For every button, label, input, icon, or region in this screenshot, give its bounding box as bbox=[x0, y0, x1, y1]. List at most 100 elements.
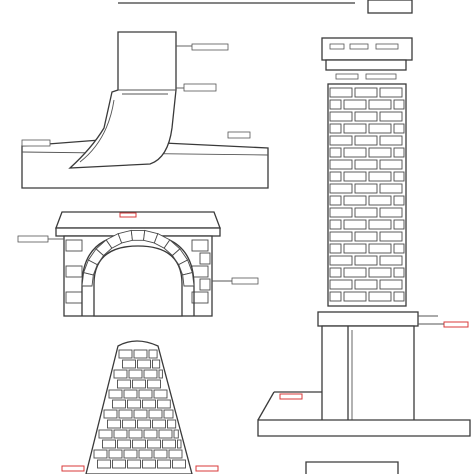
cone-brick bbox=[153, 389, 168, 399]
cone-brick bbox=[138, 449, 153, 459]
cone-brick bbox=[143, 369, 158, 379]
cone-brick bbox=[162, 439, 176, 449]
cone-brick bbox=[112, 399, 126, 409]
callout-tag-red bbox=[195, 465, 219, 472]
callout-tag bbox=[183, 83, 217, 92]
cone-brick bbox=[152, 419, 166, 429]
cone-brick bbox=[142, 459, 156, 469]
callout-tag bbox=[329, 43, 345, 50]
stack-brick bbox=[379, 279, 403, 290]
stack-brick bbox=[393, 243, 405, 254]
fireplace-brick bbox=[65, 291, 83, 304]
callout-tag bbox=[349, 43, 369, 50]
callout-tag bbox=[17, 235, 49, 243]
stack-brick bbox=[393, 291, 405, 302]
cone-brick bbox=[122, 359, 136, 369]
cone-brick bbox=[177, 439, 182, 449]
callout-tag bbox=[365, 73, 397, 80]
cone-brick bbox=[118, 349, 133, 359]
stack-brick bbox=[393, 267, 405, 278]
stack-brick bbox=[368, 123, 392, 134]
cone-brick bbox=[108, 389, 123, 399]
cone-brick bbox=[138, 389, 153, 399]
cone-brick bbox=[143, 429, 158, 439]
cone-brick bbox=[113, 429, 128, 439]
stack-brick bbox=[329, 243, 342, 254]
bottom-edge-fragment bbox=[305, 461, 399, 474]
cone-brick bbox=[112, 459, 126, 469]
stack-brick bbox=[329, 195, 342, 206]
cone-brick bbox=[142, 399, 156, 409]
conical-stone-hearth bbox=[61, 340, 219, 474]
callout-tag-red bbox=[61, 465, 85, 472]
stack-brick bbox=[379, 183, 403, 194]
cone-brick bbox=[148, 349, 158, 359]
stack-brick bbox=[368, 171, 392, 182]
cone-brick bbox=[123, 389, 138, 399]
stack-brick bbox=[379, 159, 403, 170]
stack-brick bbox=[393, 99, 405, 110]
cone-brick bbox=[123, 449, 138, 459]
cone-brick bbox=[117, 379, 131, 389]
stack-brick bbox=[393, 147, 405, 158]
cone-brick bbox=[132, 439, 146, 449]
stack-brick bbox=[379, 135, 403, 146]
cone-brick bbox=[168, 449, 183, 459]
cone-brick bbox=[98, 429, 113, 439]
callout-tag bbox=[227, 131, 251, 139]
stack-brick bbox=[329, 135, 353, 146]
cone-brick bbox=[147, 379, 161, 389]
brick-chimney-stack bbox=[257, 37, 471, 437]
stack-brick bbox=[379, 111, 403, 122]
callout-tag bbox=[231, 277, 259, 285]
cone-brick bbox=[117, 439, 131, 449]
cone-brick bbox=[122, 419, 136, 429]
stovepipe-elevation bbox=[21, 31, 269, 189]
cone-brick bbox=[147, 439, 161, 449]
stack-brick bbox=[354, 255, 378, 266]
cone-brick bbox=[158, 369, 163, 379]
stack-brick bbox=[379, 207, 403, 218]
fireplace-brick bbox=[65, 265, 83, 278]
callout-tag-red bbox=[279, 393, 303, 400]
stack-brick bbox=[368, 99, 392, 110]
stack-brick bbox=[329, 267, 342, 278]
cone-brick bbox=[127, 399, 141, 409]
arched-fireplace-front bbox=[17, 211, 259, 317]
stack-brick bbox=[329, 231, 353, 242]
cone-brick bbox=[137, 419, 151, 429]
stack-brick bbox=[329, 147, 342, 158]
cone-brick bbox=[113, 369, 128, 379]
cone-brick bbox=[133, 349, 148, 359]
stack-brick bbox=[329, 219, 342, 230]
stack-brick bbox=[354, 159, 378, 170]
stack-brick bbox=[329, 99, 342, 110]
stack-brick bbox=[329, 123, 342, 134]
stack-brick bbox=[343, 123, 367, 134]
stack-brick bbox=[354, 231, 378, 242]
stack-brick bbox=[368, 195, 392, 206]
cone-brick bbox=[102, 439, 116, 449]
stack-brick bbox=[393, 195, 405, 206]
stack-brick bbox=[329, 183, 353, 194]
cone-brick bbox=[118, 409, 133, 419]
stack-brick bbox=[343, 243, 367, 254]
stack-brick bbox=[343, 291, 367, 302]
cone-brick bbox=[152, 359, 161, 369]
stack-brick bbox=[354, 183, 378, 194]
cone-brick bbox=[158, 429, 173, 439]
callout-tag-red bbox=[443, 321, 469, 328]
stack-brick bbox=[343, 147, 367, 158]
stack-brick bbox=[368, 147, 392, 158]
stack-brick bbox=[368, 267, 392, 278]
cone-brick bbox=[157, 459, 171, 469]
stack-brick bbox=[393, 171, 405, 182]
stack-brick bbox=[354, 111, 378, 122]
callout-tag bbox=[21, 139, 51, 147]
fireplace-brick bbox=[199, 252, 211, 265]
cone-brick bbox=[172, 459, 186, 469]
stack-brick bbox=[354, 87, 378, 98]
fireplace-brick bbox=[191, 265, 209, 278]
stack-brick bbox=[379, 87, 403, 98]
